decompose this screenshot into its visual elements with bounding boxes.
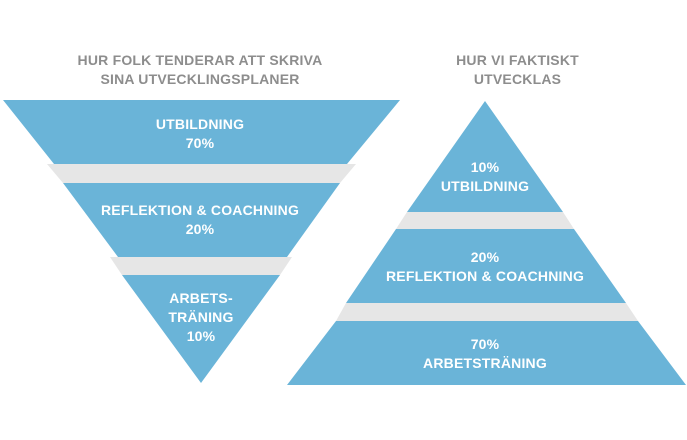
right-band-2-value: 20% (470, 249, 500, 265)
left-pyramid-heading: HUR FOLK TENDERAR ATT SKRIVA SINA UTVECK… (40, 51, 360, 89)
right-pyramid-heading: HUR VI FAKTISKT UTVECKLAS (380, 51, 655, 89)
left-band-1-label: UTBILDNING 70% (80, 115, 320, 153)
right-band-3-value: 70% (470, 336, 500, 352)
right-band-1-label: 10% UTBILDNING (425, 158, 545, 196)
left-band-1 (3, 100, 400, 164)
left-band-2 (63, 183, 340, 257)
right-band-1 (407, 101, 563, 212)
right-heading-line-2: UTVECKLAS (473, 71, 562, 87)
right-connector-1 (396, 212, 574, 229)
right-band-1-value: 10% (470, 159, 500, 175)
left-heading-line-2: SINA UTVECKLINGSPLANER (100, 71, 300, 87)
right-band-1-name: UTBILDNING (440, 178, 530, 194)
left-band-2-value: 20% (185, 221, 215, 237)
left-band-3-name-part-1: ARBETS- (169, 290, 233, 306)
right-band-2 (346, 229, 626, 303)
right-band-3-label: 70% ARBETSTRÄNING (385, 335, 585, 373)
left-band-3-value: 10% (186, 328, 216, 344)
left-connector-1 (47, 164, 356, 183)
right-band-3 (287, 321, 686, 385)
left-band-3-name-part-2: TRÄNING (168, 309, 234, 325)
left-band-1-value: 70% (185, 135, 215, 151)
right-band-3-name: ARBETSTRÄNING (423, 355, 547, 371)
right-band-2-label: 20% REFLEKTION & COACHNING (365, 248, 605, 286)
left-band-2-label: REFLEKTION & COACHNING 20% (80, 201, 320, 239)
right-connector-2 (336, 303, 638, 321)
left-band-2-name: REFLEKTION & COACHNING (100, 202, 300, 218)
left-band-3-label: ARBETS- TRÄNING 10% (141, 289, 261, 346)
left-connector-2 (110, 257, 292, 275)
left-band-1-name: UTBILDNING (155, 116, 245, 132)
left-heading-line-1: HUR FOLK TENDERAR ATT SKRIVA (77, 52, 323, 68)
left-band-3 (122, 275, 280, 383)
right-band-2-name: REFLEKTION & COACHNING (385, 268, 585, 284)
right-heading-line-1: HUR VI FAKTISKT (456, 52, 579, 68)
